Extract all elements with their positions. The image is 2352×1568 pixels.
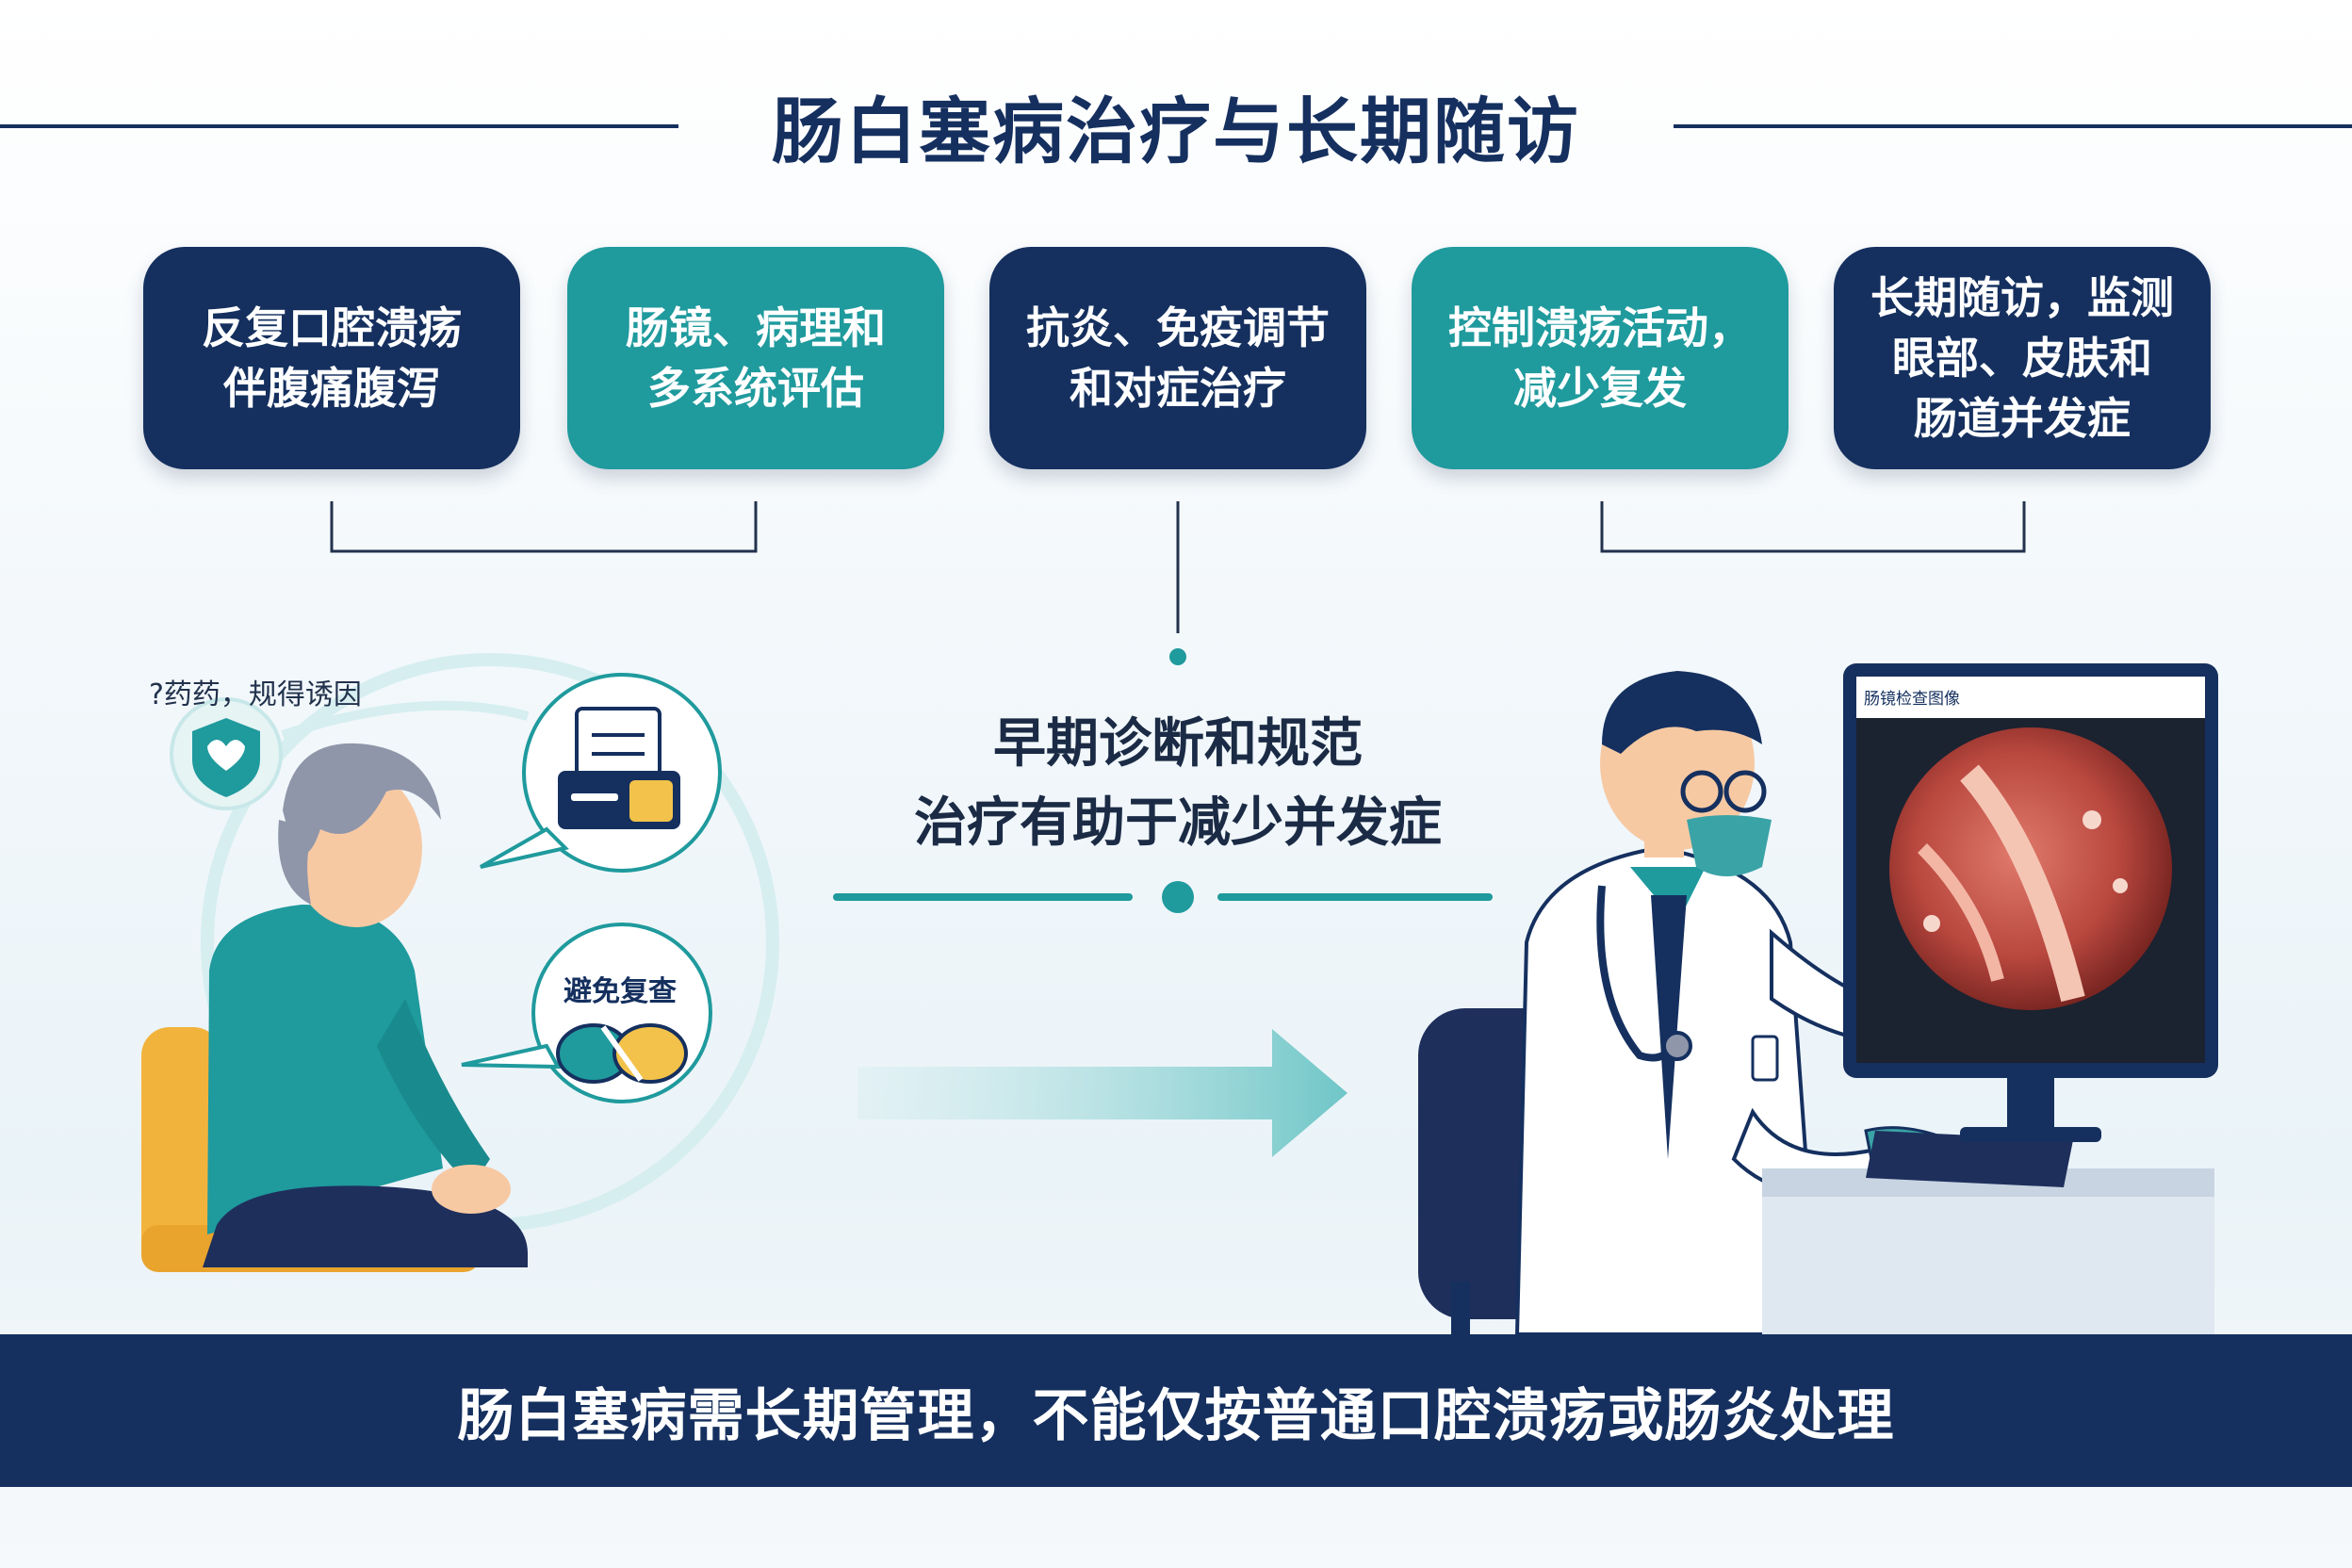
monitor-title: 肠镜检查图像: [1864, 690, 1960, 709]
patient-note: ?药药，规得诱因: [149, 678, 362, 711]
desk: [1762, 1131, 2214, 1334]
title-rule-left: [0, 124, 678, 128]
step-4-control: 控制溃疡活动， 减少复发: [1412, 247, 1788, 469]
bottom-banner: 肠白塞病需长期管理，不能仅按普通口腔溃疡或肠炎处理: [0, 1334, 2352, 1487]
divider-dot: [1162, 881, 1194, 913]
arrow-right-icon: [858, 1029, 1348, 1157]
bracket-connectors: [330, 501, 2026, 633]
step-2-evaluation: 肠镜、病理和 多系统评估: [567, 247, 944, 469]
keyboard: [1866, 1131, 2073, 1187]
patient-figure: [141, 743, 528, 1272]
step-3-treatment: 抗炎、免疫调节 和对症治疗: [989, 247, 1366, 469]
center-message: 早期诊断和规范 治疗有助于减少并发症: [914, 713, 1442, 854]
connector-dot: [1169, 648, 1186, 665]
page-title: 肠白塞病治疗与长期随访: [772, 90, 1580, 173]
divider-right: [1217, 893, 1493, 901]
title-rule-right: [1674, 124, 2352, 128]
bubble-label: 避免复查: [564, 975, 677, 1008]
shield-heart-icon: [170, 697, 283, 810]
capsule-bubble: [461, 923, 712, 1103]
monitor: [1843, 663, 2218, 1142]
divider-left: [833, 893, 1133, 901]
step-1-symptoms: 反复口腔溃疡 伴腹痛腹泻: [143, 247, 520, 469]
step-5-followup: 长期随访，监测 眼部、皮肤和 肠道并发症: [1834, 247, 2211, 469]
doctor-figure: [1514, 671, 2001, 1336]
document-wallet-bubble: [480, 673, 722, 873]
